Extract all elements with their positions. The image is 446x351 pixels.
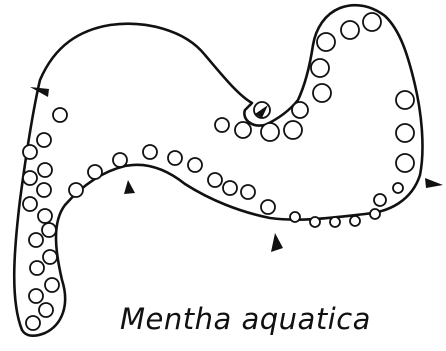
wedge-marker — [30, 87, 49, 97]
cell-circle — [292, 102, 308, 118]
cell-circle — [39, 303, 53, 317]
cell-circle — [208, 173, 222, 187]
cell-circle — [188, 158, 202, 172]
cell-circle — [284, 121, 302, 139]
cell-circle — [30, 261, 44, 275]
cell-circle — [396, 154, 414, 172]
cell-circle — [168, 151, 182, 165]
cell-circle — [43, 250, 57, 264]
cell-circle — [37, 133, 51, 147]
wedge-marker — [425, 178, 443, 188]
cell-circle — [215, 118, 229, 132]
cell-circle — [363, 13, 381, 31]
cell-circle — [317, 33, 335, 51]
cell-circle — [261, 123, 279, 141]
cell-circle — [23, 171, 37, 185]
cell-circle — [29, 289, 43, 303]
cell-circle — [45, 278, 59, 292]
cell-circle — [330, 217, 340, 227]
cell-circle — [113, 153, 127, 167]
cell-circle — [350, 216, 360, 226]
cell-circle — [88, 165, 102, 179]
cell-circle — [370, 209, 380, 219]
cell-circle — [396, 124, 414, 142]
cell-circle — [396, 91, 414, 109]
cell-circle — [393, 183, 403, 193]
cell-circle — [23, 145, 37, 159]
cell-circle — [241, 185, 255, 199]
cell-circle — [290, 212, 300, 222]
cell-circle — [374, 194, 386, 206]
cell-circle — [341, 21, 359, 39]
cell-circle — [311, 59, 329, 77]
cell-circle — [38, 209, 52, 223]
cell-circle — [223, 181, 237, 195]
cell-circle — [38, 163, 52, 177]
cell-circle — [26, 316, 40, 330]
cell-circle — [143, 145, 157, 159]
wedge-marker — [124, 180, 135, 194]
cell-circle — [235, 122, 251, 138]
cell-circle — [29, 233, 43, 247]
cell-circle — [69, 183, 83, 197]
cell-circle — [261, 200, 275, 214]
cell-circle — [313, 84, 331, 102]
species-caption: Mentha aquatica — [120, 302, 440, 336]
cell-circle — [53, 108, 67, 122]
cell-circle — [42, 223, 56, 237]
wedge-marker — [271, 233, 283, 252]
section-outline — [14, 5, 422, 336]
cell-circle — [37, 183, 51, 197]
cell-circle — [23, 197, 37, 211]
cell-circle — [310, 217, 320, 227]
